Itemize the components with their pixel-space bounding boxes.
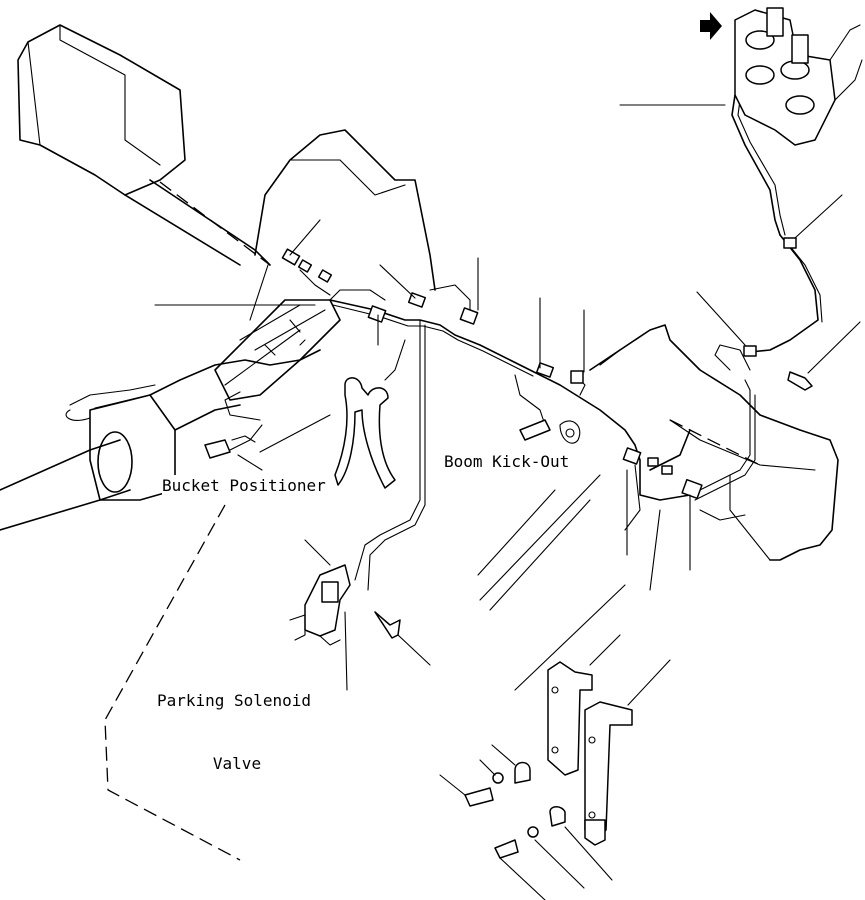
arrow-right-icon <box>700 12 722 40</box>
parking-solenoid-valve-label: Parking Solenoid Valve <box>154 648 314 795</box>
bucket-positioner-label: Bucket Positioner <box>162 475 326 496</box>
wiring-harness <box>224 84 823 591</box>
components <box>204 7 863 859</box>
parking-solenoid-label-line2: Valve <box>154 753 314 774</box>
parking-solenoid-label-line1: Parking Solenoid <box>154 690 314 711</box>
boom-kickout-label: Boom Kick-Out <box>444 451 570 472</box>
machine-outline <box>0 24 839 861</box>
leader-lines <box>154 104 861 900</box>
